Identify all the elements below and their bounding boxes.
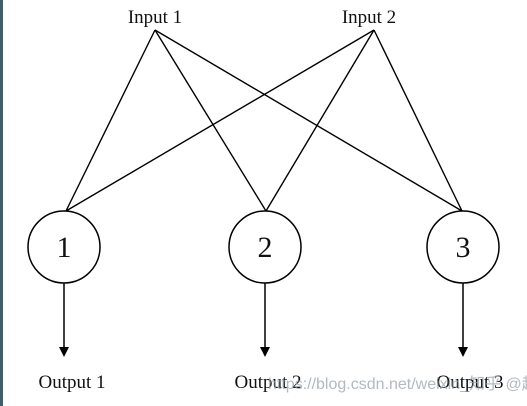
node-1-label: 1 [57, 231, 72, 264]
edge-input1-node2 [154, 29, 267, 212]
node-3-label: 3 [456, 231, 471, 264]
output-1-label: Output 1 [38, 372, 105, 393]
watermark-text: https://blog.csdn.net/weixin_知乎 @超饿喵仔 [268, 375, 527, 393]
edge-input2-node2 [265, 29, 375, 212]
output-3-label: Output 3 [436, 372, 503, 393]
input-1-label: Input 1 [128, 7, 182, 28]
edge-input2-node3 [373, 29, 463, 212]
output-arrows [59, 283, 468, 357]
edge-input1-node1 [65, 29, 156, 212]
edge-input1-node3 [154, 29, 463, 212]
input-2-label: Input 2 [342, 7, 396, 28]
edge-input2-node1 [65, 29, 375, 212]
output-2-label: Output 2 [234, 372, 301, 393]
left-border [0, 0, 3, 406]
node-2-label: 2 [258, 231, 273, 264]
connections [65, 29, 463, 212]
